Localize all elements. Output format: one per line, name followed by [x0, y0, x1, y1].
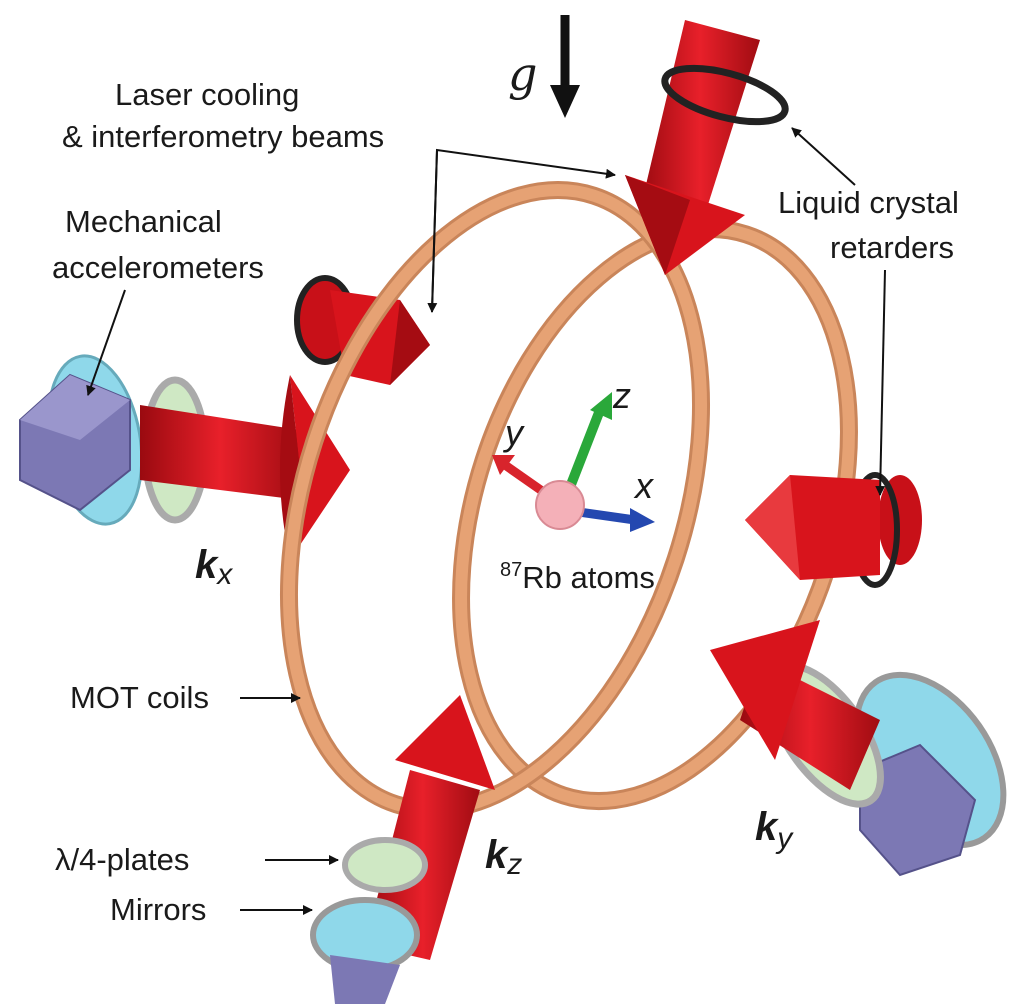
label-quarter-wave-plates: λ/4-plates — [55, 842, 189, 877]
label-mirrors: Mirrors — [110, 892, 206, 927]
quarter-wave-plate — [342, 837, 428, 893]
mirror — [310, 897, 420, 973]
beam-kz — [310, 695, 495, 1004]
label-ky: ky — [755, 805, 794, 855]
arrow-head — [710, 620, 820, 760]
label-retarders: retarders — [830, 230, 954, 265]
x-axis-label: x — [633, 465, 655, 506]
liquid-crystal-retarder — [661, 64, 789, 126]
label-interferometry-beams: & interferometry beams — [62, 119, 384, 154]
label-accelerometers: accelerometers — [52, 250, 264, 285]
label-kx: kx — [195, 543, 233, 591]
accelerometer-cube — [330, 955, 400, 1004]
down-arrow-icon — [550, 85, 580, 118]
z-axis-label: z — [612, 375, 631, 416]
label-kz: kz — [485, 833, 522, 881]
coordinate-axes: z y x — [492, 375, 655, 532]
label-laser-cooling: Laser cooling — [115, 77, 299, 112]
gravity-indicator: g — [508, 15, 580, 118]
label-rb-atoms: 87Rb atoms — [500, 559, 655, 595]
beam-right — [745, 472, 922, 588]
beam-top — [625, 20, 789, 275]
label-liquid-crystal: Liquid crystal — [778, 185, 959, 220]
arrow-head — [395, 695, 495, 790]
rb-atom-cloud — [535, 480, 585, 530]
accelerometer-cube — [859, 743, 977, 877]
label-mechanical: Mechanical — [65, 204, 222, 239]
label-mot-coils: MOT coils — [70, 680, 209, 715]
gravity-label: g — [508, 47, 537, 101]
y-axis-label: y — [502, 412, 525, 453]
beam-ky — [710, 620, 1007, 877]
